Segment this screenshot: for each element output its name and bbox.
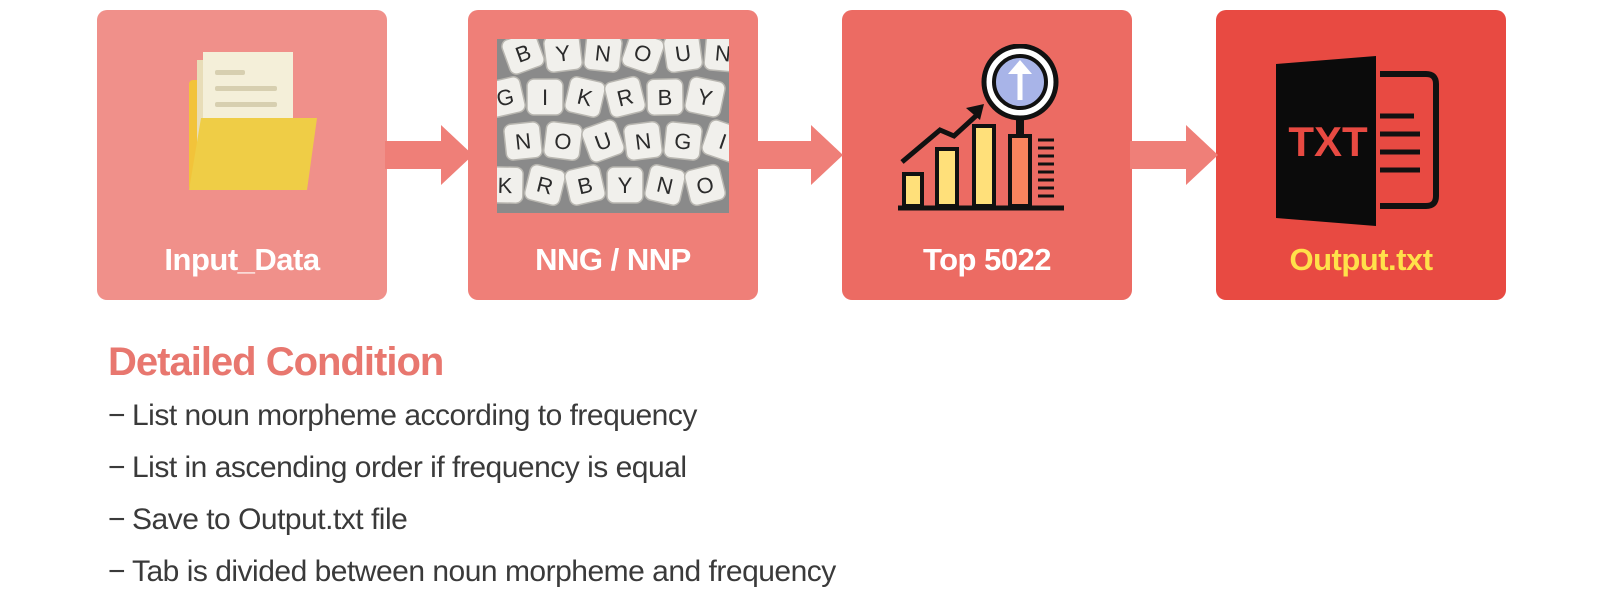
svg-text:Y: Y [695, 84, 715, 112]
section-title: Detailed Condition [108, 340, 444, 384]
step-label: Input_Data [164, 242, 320, 277]
letter-tile: N [583, 39, 623, 73]
letter-tile: B [501, 39, 545, 75]
step-label: Top 5022 [922, 242, 1052, 277]
svg-text:U: U [673, 40, 692, 67]
letter-tile: O [621, 39, 665, 75]
svg-text:K: K [497, 173, 512, 198]
svg-text:R: R [534, 171, 555, 199]
letter-tile: N [503, 121, 543, 161]
txt-file-icon: TXT [1276, 56, 1439, 226]
letter-tile: O [683, 163, 727, 207]
letter-tile: K [497, 166, 524, 204]
svg-text:Y: Y [618, 173, 633, 198]
letter-tile: B [646, 78, 684, 116]
letter-tile: O [542, 120, 584, 162]
letter-tile: N [703, 39, 729, 73]
svg-text:N: N [634, 128, 653, 155]
condition-item: −Save to Output.txt file [108, 503, 408, 536]
letter-tile: U [662, 39, 704, 74]
svg-text:N: N [714, 40, 729, 66]
letter-tile: Y [684, 76, 726, 118]
svg-text:I: I [542, 85, 548, 110]
letter-tile: I [701, 119, 729, 163]
condition-item: −Tab is divided between noun morpheme an… [108, 555, 836, 588]
step-output-txt: TXT Output.txt [1216, 10, 1506, 300]
step-label: Output.txt [1289, 242, 1433, 277]
svg-text:R: R [614, 83, 635, 111]
svg-text:O: O [694, 171, 717, 199]
txt-icon-text: TXT [1288, 118, 1368, 165]
step-label: NNG / NNP [535, 242, 691, 277]
dash-bullet: − [108, 503, 126, 536]
dash-bullet: − [108, 555, 126, 588]
dash-bullet: − [108, 399, 126, 432]
svg-text:K: K [575, 84, 595, 112]
dash-bullet: − [108, 451, 126, 484]
svg-text:N: N [514, 128, 532, 155]
arrow-right-icon [385, 125, 473, 185]
arrow-right-icon [1130, 125, 1218, 185]
svg-text:G: G [497, 83, 516, 111]
letter-tile: Y [542, 39, 584, 74]
letter-tile: G [663, 121, 703, 161]
condition-item: −List noun morpheme according to frequen… [108, 399, 697, 432]
svg-text:G: G [673, 128, 693, 155]
letter-tile: I [526, 78, 564, 116]
svg-text:N: N [594, 40, 612, 67]
letter-tile: N [644, 164, 686, 206]
letter-tile: R [603, 75, 647, 119]
step-top-5022: Top 5022 [842, 10, 1132, 300]
folder-icon [189, 52, 317, 190]
svg-text:B: B [657, 85, 672, 110]
letter-tile: U [581, 119, 625, 163]
condition-list: −List noun morpheme according to frequen… [108, 400, 836, 608]
svg-text:B: B [575, 172, 595, 200]
letter-tile: R [523, 163, 567, 207]
letter-tile: B [564, 164, 606, 206]
svg-text:O: O [553, 128, 573, 155]
letter-tile: K [564, 76, 606, 118]
svg-text:Y: Y [554, 40, 572, 67]
letter-tile: N [622, 120, 664, 162]
growth-chart-icon [898, 44, 1064, 211]
condition-item: −List in ascending order if frequency is… [108, 451, 687, 484]
step-input-data: Input_Data [97, 10, 387, 300]
letter-tile: G [497, 76, 526, 118]
arrow-right-icon [755, 125, 843, 185]
letter-tile: Y [606, 166, 644, 204]
svg-text:N: N [654, 172, 675, 200]
